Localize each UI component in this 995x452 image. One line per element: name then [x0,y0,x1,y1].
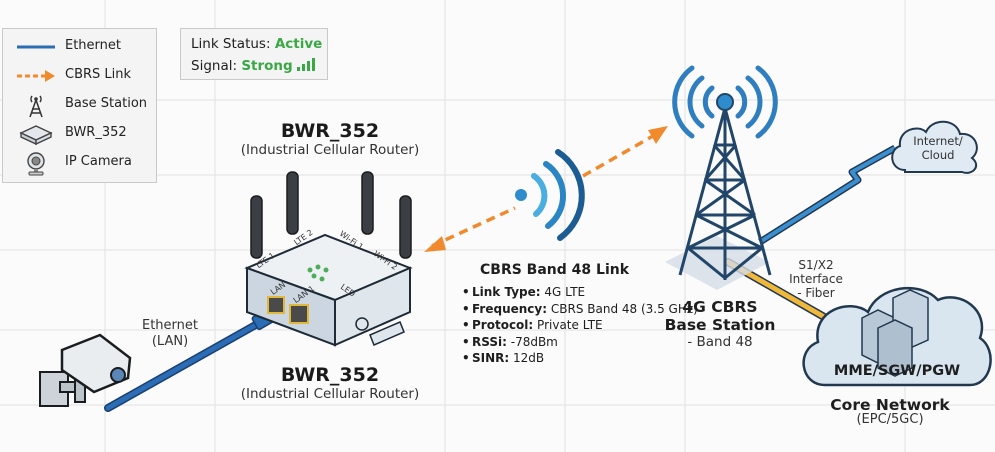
detail-value: CBRS Band 48 (3.5 GHz) [550,301,698,316]
cbrs-arrow-left [424,236,446,252]
base-station-band: - Band 48 [687,334,753,350]
link-status-panel: Link Status: Active Signal: Strong [180,28,328,80]
detail-value: 4G LTE [544,285,586,299]
signal-line: Signal: Strong [191,57,321,74]
core-network-label: Core Network (EPC/5GC) [800,396,980,427]
base-station-label: 4G CBRS Base Station - Band 48 [650,298,790,350]
signal-value: Strong [241,58,293,74]
status-leds [307,264,329,282]
router-label-bottom: BWR_352 (Industrial Cellular Router) [220,364,440,402]
router-description: (Industrial Cellular Router) [240,386,420,402]
interface-label: S1/X2 Interface - Fiber [776,258,856,300]
detail-key: Link Type: [472,285,541,299]
router-name: BWR_352 [280,364,380,386]
router-name: BWR_352 [280,120,380,142]
wireless-signal-icon [515,149,585,241]
interface-line3: - Fiber [797,286,835,300]
internet-cloud [891,120,978,174]
link-status-label: Link Status: [191,36,271,52]
detail-value: Private LTE [537,318,603,332]
signal-label: Signal: [191,58,238,74]
detail-value: 12dB [513,351,545,365]
detail-key: Frequency: [472,301,548,316]
server-stack-icon [861,289,929,377]
detail-item: •Frequency: CBRS Band 48 (3.5 GHz) [462,301,698,316]
signal-bars-icon [297,58,316,71]
ethernet-label: Ethernet (LAN) [140,318,200,350]
ethernet-cable [105,315,271,411]
ethernet-label-line2: (LAN) [151,334,189,349]
ethernet-line-icon [17,45,55,49]
internet-line2: Cloud [921,148,955,162]
router-device [244,171,413,347]
base-station-icon [29,95,43,118]
legend-label: Base Station [65,96,148,111]
lan-port-0 [267,296,285,314]
base-station-title-2: Base Station [664,316,776,334]
router-label-top: BWR_352 (Industrial Cellular Router) [220,120,440,158]
core-network-subtitle: (EPC/5GC) [856,412,924,427]
detail-item: •Link Type: 4G LTE [462,285,586,299]
antenna-wifi2 [399,195,412,259]
legend-label: BWR_352 [65,125,127,140]
detail-key: SINR: [472,351,510,365]
legend: Ethernet CBRS Link Base Station BWR_352 … [2,28,157,183]
base-station-title-1: 4G CBRS [682,298,758,316]
detail-item: •Protocol: Private LTE [462,318,603,332]
cbrs-link-title: CBRS Band 48 Link [480,262,630,278]
cbrs-link-info: CBRS Band 48 Link •Link Type: 4G LTE •Fr… [462,262,702,367]
cbrs-link [424,126,668,252]
core-box-label: MME/SGW/PGW [833,363,961,379]
core-network-title: Core Network [830,396,950,414]
legend-label: Ethernet [65,38,121,53]
detail-item: •RSSi: -78dBm [462,334,558,349]
internet-cloud-label: Internet/ Cloud [900,134,976,162]
interface-line2: Interface [789,272,843,286]
legend-item-cbrs: CBRS Link [3,61,158,91]
antenna-wifi1 [361,171,374,235]
cbrs-arrow-right [648,126,668,144]
antenna-lte1 [250,195,263,259]
link-status-value: Active [274,36,323,52]
core-network-cloud [802,286,992,387]
ip-camera [39,333,132,407]
detail-key: RSSi: [472,334,507,349]
antenna-lte2 [286,171,299,235]
cbrs-link-details: •Link Type: 4G LTE •Frequency: CBRS Band… [462,284,702,367]
detail-item: •SINR: 12dB [462,351,545,365]
base-station-tower [665,65,778,290]
ethernet-label-line1: Ethernet [142,318,198,333]
legend-item-base-station: Base Station [3,90,158,120]
detail-value: -78dBm [510,334,558,349]
lan-port-1 [289,304,309,324]
legend-label: IP Camera [65,154,132,169]
interface-line1: S1/X2 [798,258,834,272]
internet-line1: Internet/ [913,134,963,148]
legend-item-ethernet: Ethernet [3,32,158,62]
detail-key: Protocol: [472,318,534,332]
cbrs-dashed-arrow-icon [17,70,55,82]
internet-link [758,146,896,244]
router-description: (Industrial Cellular Router) [240,142,420,158]
link-status-line: Link Status: Active [191,36,322,52]
legend-item-router: BWR_352 [3,119,158,149]
legend-label: CBRS Link [65,67,132,82]
legend-item-camera: IP Camera [3,148,158,178]
router-icon [19,125,53,146]
ip-camera-icon [27,152,45,176]
